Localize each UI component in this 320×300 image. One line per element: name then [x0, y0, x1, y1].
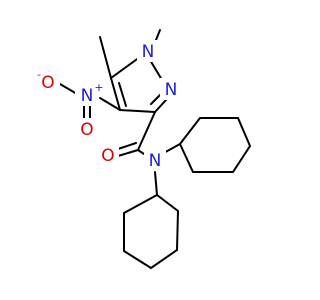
atom-nitro-n-charge: +	[94, 81, 103, 94]
atom-amide-n-label: N	[149, 151, 162, 171]
atom-amide-o: O	[97, 144, 119, 166]
bond-n1-n2	[149, 59, 163, 81]
bond-carbonyl-o-double	[117, 142, 137, 150]
atom-amide-o-label: O	[101, 146, 114, 166]
bond-c4-c3	[119, 109, 156, 113]
atom-nitro-o: O	[76, 118, 98, 140]
atom-nitro-n: N +	[75, 81, 104, 106]
cyclohexyl-ring-bottom	[123, 193, 180, 270]
atom-n2: N	[160, 78, 182, 100]
bond-c3-n2	[154, 99, 167, 113]
bond-nitro-o-minus	[59, 83, 78, 95]
bond-c3-n2-double	[150, 93, 162, 105]
bond-c4-nitro	[99, 97, 121, 111]
atom-nitro-o-label: O	[80, 120, 93, 140]
atom-n1-label: N	[142, 42, 155, 62]
atom-amide-n: N	[144, 148, 166, 171]
pyrazole-ring	[110, 56, 167, 113]
atom-n1: N	[137, 40, 159, 62]
bond-n1-c5	[110, 56, 141, 79]
bond-c5-methyl	[99, 36, 112, 79]
atom-nitro-o-minus-label: O	[41, 73, 54, 93]
atom-nitro-n-label: N	[81, 86, 94, 106]
bond-amide-n-cyclohexyl-2	[154, 171, 158, 196]
atom-n2-label: N	[165, 80, 178, 100]
bond-c5-c4-double	[118, 82, 127, 107]
cyclohexyl-ring-right	[178, 117, 252, 173]
bond-carbonyl-o	[117, 149, 139, 157]
atom-nitro-o-minus: O -	[36, 68, 60, 93]
bond-c5-c4	[110, 77, 121, 111]
molecule-structure: N N N O N + O - O	[36, 29, 252, 270]
atom-nitro-o-minus-charge: -	[37, 68, 41, 81]
bond-c3-carbonyl	[137, 111, 156, 151]
